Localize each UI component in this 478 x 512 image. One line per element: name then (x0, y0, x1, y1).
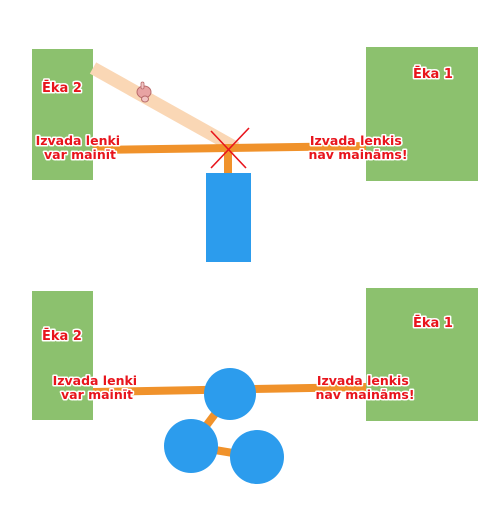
right-note-line-1: Izvada lenkis (310, 133, 402, 148)
left-note-line-1: Izvada lenki (36, 133, 121, 148)
right-note-line-2: nav maināms! (308, 147, 407, 162)
top-diagram: Ēka 2 Ēka 1 Izvada lenki var mainīt Izva… (32, 47, 478, 262)
bottom-diagram: Ēka 2 Ēka 1 Izvada lenki var mainīt Izva… (32, 288, 478, 484)
building-left-label: Ēka 2 (42, 81, 82, 96)
building-right-label: Ēka 1 (413, 316, 453, 331)
building-right (366, 47, 478, 181)
building-left (32, 49, 93, 180)
round-tank-right (230, 430, 284, 484)
building-right-label: Ēka 1 (413, 67, 453, 82)
building-right (366, 288, 478, 421)
left-note: Izvada lenki var mainīt (36, 133, 125, 162)
round-tank-top (204, 368, 256, 420)
left-note-line-2: var mainīt (61, 387, 133, 402)
tank (206, 173, 251, 262)
right-note-line-2: nav maināms! (315, 387, 414, 402)
right-note-line-1: Izvada lenkis (317, 373, 409, 388)
left-note-line-2: var mainīt (44, 147, 116, 162)
x-mark-icon (210, 127, 250, 169)
left-note: Izvada lenki var mainīt (53, 373, 142, 402)
movable-arm (89, 62, 240, 154)
right-note: Izvada lenkis nav maināms! (315, 373, 414, 402)
round-tank-left (164, 419, 218, 473)
pointing-hand-icon (136, 81, 152, 103)
left-note-line-1: Izvada lenki (53, 373, 138, 388)
building-left (32, 291, 93, 420)
right-note: Izvada lenkis nav maināms! (308, 133, 407, 162)
building-left-label: Ēka 2 (42, 329, 82, 344)
